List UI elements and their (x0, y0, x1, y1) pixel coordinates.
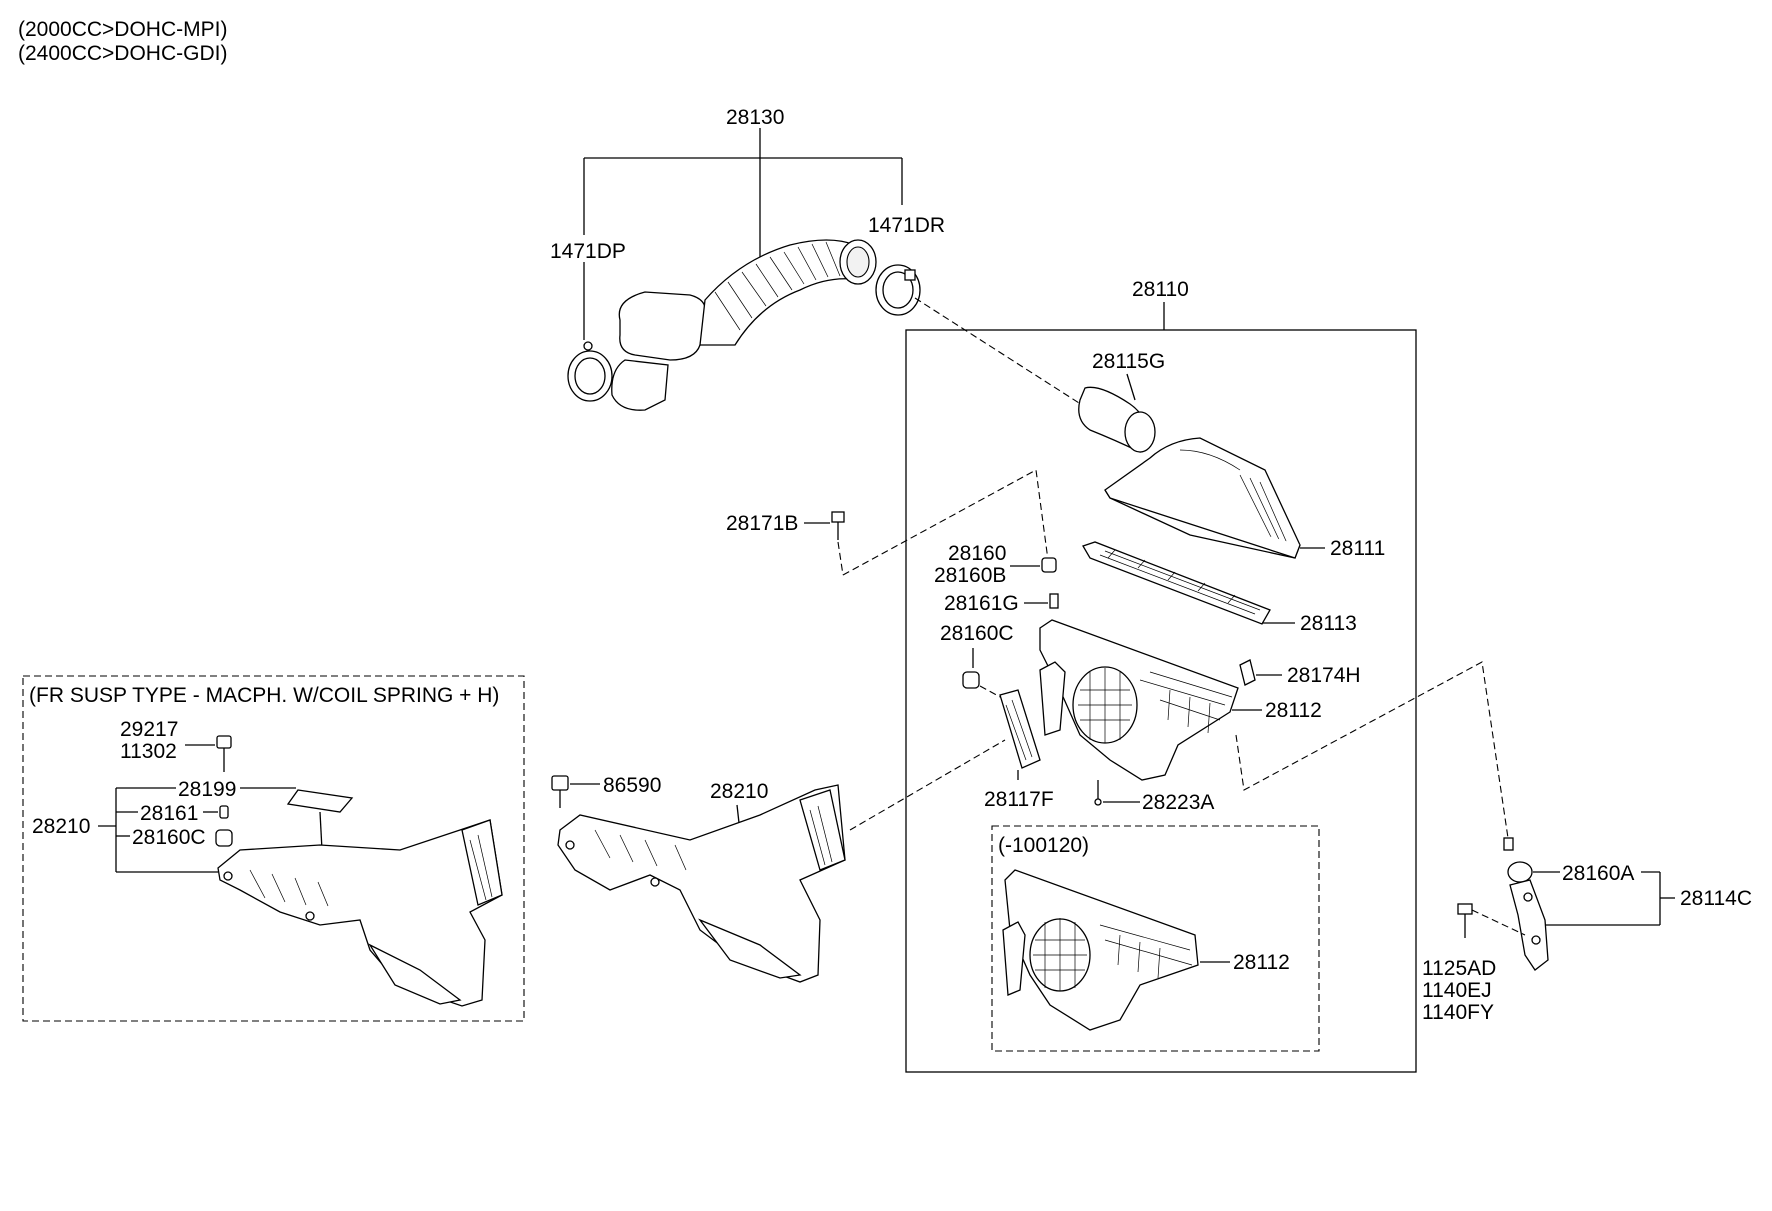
resonator-28210-inset-illustration (217, 819, 503, 1007)
callout-28117f[interactable]: 28117F (984, 788, 1054, 811)
inset-callout-29217[interactable]: 29217 (120, 718, 178, 741)
callout-1140ej[interactable]: 1140EJ (1422, 979, 1492, 1002)
inset-callout-28199[interactable]: 28199 (178, 778, 236, 801)
engine-variant-gdi: (2400CC>DOHC-GDI) (18, 42, 227, 65)
assembly-box-28110 (905, 329, 1417, 1073)
screw-28223a-icon (1094, 798, 1102, 806)
engine-variant-mpi: (2000CC>DOHC-MPI) (18, 18, 227, 41)
bracket-28130 (583, 128, 903, 340)
callout-28174h[interactable]: 28174H (1287, 664, 1361, 687)
element-28117f-illustration (999, 689, 1041, 769)
callout-28113[interactable]: 28113 (1300, 612, 1357, 635)
bolt-1125ad-icon (1457, 903, 1473, 938)
callout-28112-alt[interactable]: 28112 (1233, 951, 1290, 974)
bolt-28171b-icon (831, 511, 845, 540)
callout-28160c[interactable]: 28160C (940, 622, 1014, 645)
callout-28210[interactable]: 28210 (710, 780, 768, 803)
inset-callout-28160c[interactable]: 28160C (132, 826, 206, 849)
callout-1471dp[interactable]: 1471DP (550, 240, 626, 263)
filter-28113-illustration (1082, 541, 1271, 625)
bracket-28114c-lines (1538, 871, 1675, 926)
bolt-86590-icon (551, 775, 569, 808)
resonator-28210-illustration (557, 784, 846, 983)
inset-fr-susp-title: (FR SUSP TYPE - MACPH. W/COIL SPRING + H… (29, 684, 499, 707)
callout-28112[interactable]: 28112 (1265, 699, 1322, 722)
clip-28174h-icon (1239, 659, 1256, 686)
pin-28160a-icon (1503, 837, 1514, 851)
callout-28111[interactable]: 28111 (1330, 537, 1385, 560)
cover-28111-illustration (1104, 437, 1301, 559)
callout-28110[interactable]: 28110 (1132, 278, 1189, 301)
grommet-28160a-icon (1507, 861, 1533, 883)
inset-bracket-lines (98, 787, 296, 873)
callout-28130[interactable]: 28130 (726, 106, 784, 129)
callout-28160b[interactable]: 28160B (934, 564, 1006, 587)
grommet-28160-icon (1041, 557, 1057, 573)
callout-86590[interactable]: 86590 (603, 774, 661, 797)
lower-case-28112-illustration (1039, 619, 1239, 781)
inset-100120-title: (-100120) (998, 834, 1089, 857)
inset-callout-28210[interactable]: 28210 (32, 815, 90, 838)
label-28199-icon (286, 789, 354, 813)
intake-hose-illustration (567, 239, 921, 411)
callout-28160[interactable]: 28160 (948, 542, 1006, 565)
bolt-29217-icon (216, 735, 232, 772)
inset-fr-susp (22, 675, 525, 1022)
callout-28161g[interactable]: 28161G (944, 592, 1019, 615)
grommet-28160c-icon (962, 671, 980, 689)
duct-28115g-illustration (1078, 386, 1156, 453)
bracket-28114c-illustration (1509, 879, 1549, 971)
callout-1125ad[interactable]: 1125AD (1422, 957, 1496, 980)
callout-1140fy[interactable]: 1140FY (1422, 1001, 1494, 1024)
callout-28171b[interactable]: 28171B (726, 512, 798, 535)
callout-28223a[interactable]: 28223A (1142, 791, 1214, 814)
callout-28160a[interactable]: 28160A (1562, 862, 1634, 885)
inset-100120 (991, 825, 1320, 1052)
lower-case-alt-illustration (1002, 869, 1199, 1031)
callout-28114c[interactable]: 28114C (1680, 887, 1752, 910)
inset-callout-11302[interactable]: 11302 (120, 740, 177, 763)
pin-28161-icon (219, 805, 229, 819)
inset-callout-28161[interactable]: 28161 (140, 802, 198, 825)
callout-28115g[interactable]: 28115G (1092, 350, 1165, 373)
grommet-28160c-inset-icon (215, 829, 233, 847)
callout-1471dr[interactable]: 1471DR (868, 214, 945, 237)
pin-28161g-icon (1049, 593, 1059, 609)
